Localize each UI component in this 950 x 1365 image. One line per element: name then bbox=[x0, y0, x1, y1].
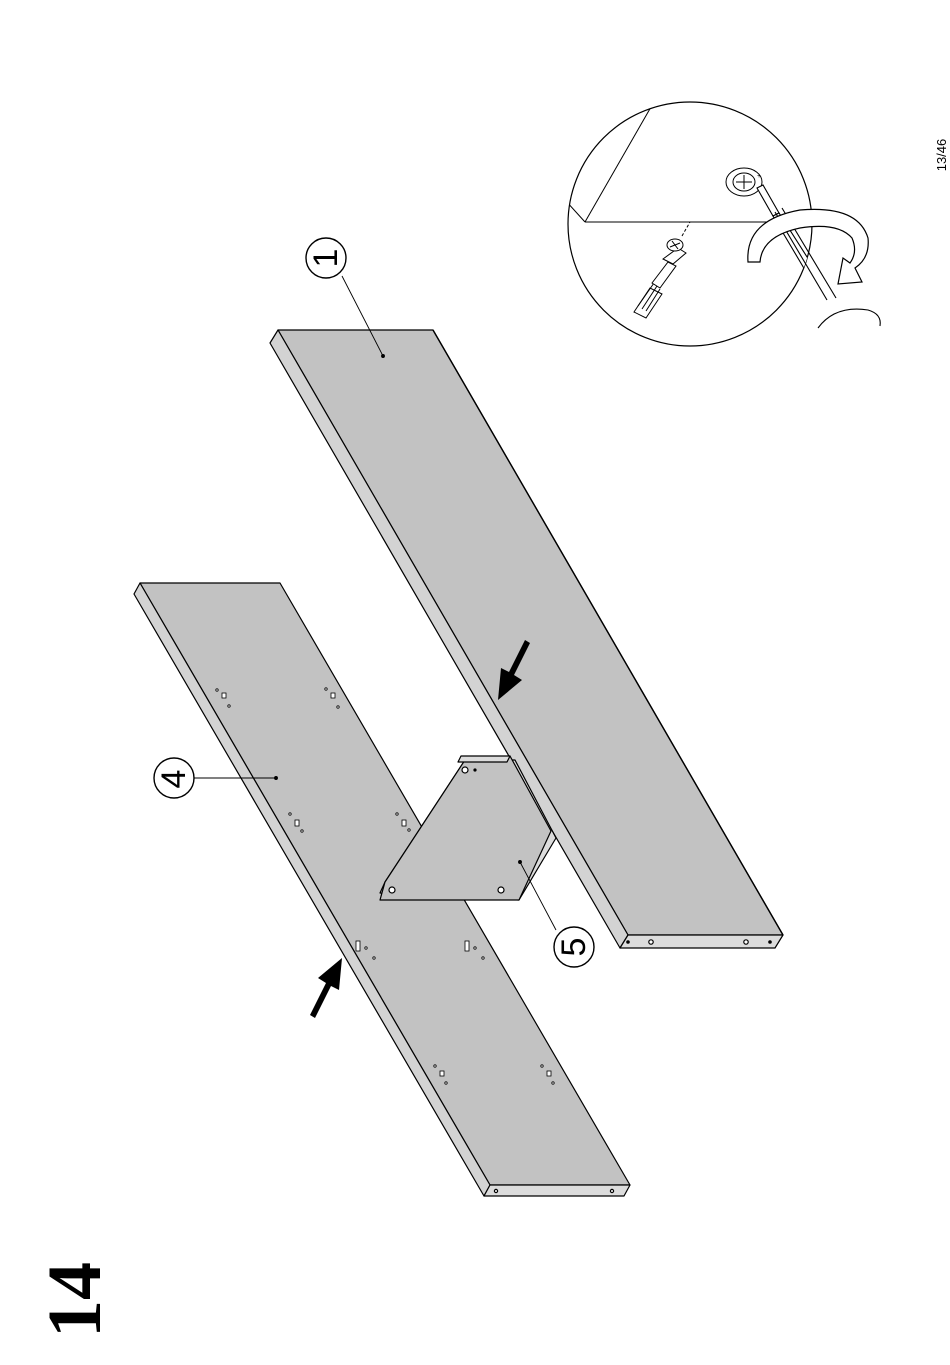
callout-label-4: 4 bbox=[157, 759, 191, 799]
callout-label-1: 1 bbox=[309, 238, 343, 278]
page-number: 13/46 bbox=[933, 115, 950, 195]
cam-lock-icon: + bbox=[726, 168, 762, 196]
svg-text:+: + bbox=[757, 173, 761, 180]
callout-label-5: 5 bbox=[557, 927, 591, 967]
step-number: 14 bbox=[40, 1235, 110, 1365]
detail-bubble: + bbox=[565, 100, 880, 346]
